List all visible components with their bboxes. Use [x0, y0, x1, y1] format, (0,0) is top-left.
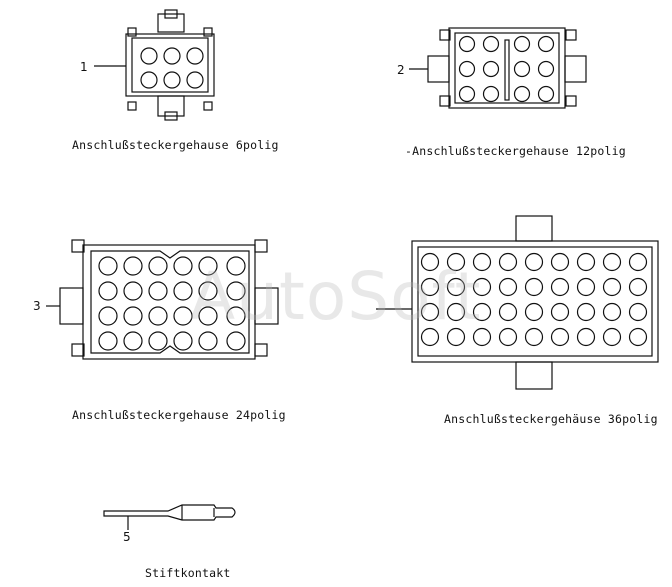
contact-cavities-6pole [140, 47, 204, 89]
contact-cavities-36pole [420, 252, 648, 347]
callout-number-2: 2 [397, 63, 405, 77]
pin-contact [103, 504, 236, 521]
contact-cavities-24pole [98, 256, 246, 351]
contact-cavities-12pole [458, 35, 555, 103]
caption-36pole: Anschlußsteckergehäuse 36polig [444, 412, 658, 426]
callout-number-3: 3 [33, 299, 41, 313]
caption-pin-contact: Stiftkontakt [145, 566, 231, 580]
caption-6pole: Anschlußsteckergehause 6polig [72, 138, 279, 152]
connector-36pole [411, 215, 659, 390]
caption-12pole: -Anschlußsteckergehause 12polig [405, 144, 626, 158]
connector-6pole [125, 9, 215, 121]
callout-number-5: 5 [123, 530, 131, 544]
caption-24pole: Anschlußsteckergehause 24polig [72, 408, 286, 422]
callout-number-1: 1 [80, 60, 88, 74]
connector-12pole [427, 27, 587, 109]
